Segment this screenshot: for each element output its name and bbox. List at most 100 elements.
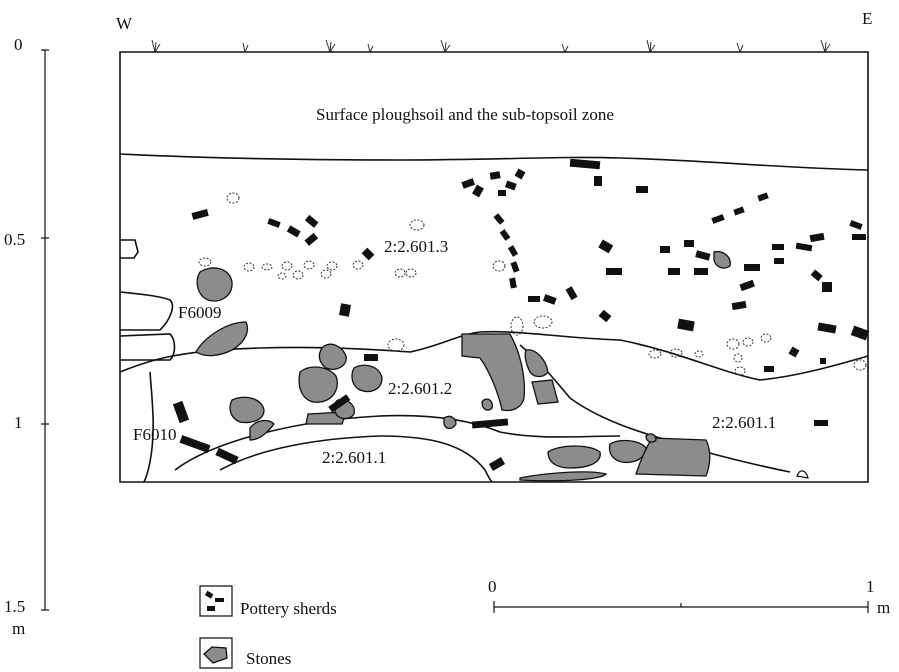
pottery-sherd bbox=[744, 264, 760, 271]
pebble bbox=[510, 316, 524, 336]
pottery-sherd bbox=[510, 261, 520, 273]
stone bbox=[713, 250, 731, 269]
pottery-sherd bbox=[461, 178, 476, 189]
grass-tufts bbox=[151, 39, 831, 53]
pottery-sherd bbox=[817, 322, 837, 334]
pebble bbox=[261, 263, 273, 271]
stone bbox=[249, 419, 275, 441]
pebble bbox=[694, 350, 704, 358]
pebble bbox=[292, 270, 304, 280]
pottery-sherd bbox=[850, 325, 870, 341]
stone bbox=[635, 437, 711, 477]
depth-tick-1: 1 bbox=[14, 413, 23, 432]
pebble bbox=[394, 268, 406, 278]
pottery-sherd bbox=[504, 180, 517, 191]
pebble bbox=[226, 192, 240, 204]
pottery-sherd bbox=[598, 309, 612, 323]
pottery-sherd bbox=[528, 296, 540, 302]
depth-unit: m bbox=[12, 619, 25, 638]
stone bbox=[645, 433, 657, 443]
pottery-sherd bbox=[509, 277, 517, 289]
pebble bbox=[760, 333, 772, 343]
pottery-sherd bbox=[668, 268, 680, 275]
pottery-sherds-icon bbox=[199, 585, 233, 617]
stone bbox=[547, 445, 601, 469]
pottery-sherd bbox=[215, 447, 239, 465]
pottery-sherd bbox=[304, 232, 319, 246]
pottery-sherd bbox=[731, 300, 747, 311]
stone bbox=[351, 364, 383, 393]
pottery-sherd bbox=[660, 246, 670, 253]
stones bbox=[195, 250, 731, 482]
section-outline bbox=[119, 51, 869, 483]
pebble bbox=[281, 261, 293, 271]
pottery-sherds bbox=[172, 158, 870, 471]
pottery-sherd bbox=[493, 213, 505, 225]
pebble bbox=[198, 257, 212, 267]
pottery-sherd bbox=[820, 358, 826, 364]
scale-end-label: 1 bbox=[866, 577, 875, 596]
pottery-sherd bbox=[286, 225, 301, 238]
pottery-sherd bbox=[757, 192, 769, 202]
stone bbox=[461, 333, 526, 412]
stone bbox=[298, 366, 338, 403]
pottery-sherd bbox=[471, 418, 509, 429]
pottery-sherd bbox=[498, 190, 506, 196]
depth-tick-1-5: 1.5 bbox=[4, 597, 25, 616]
stone bbox=[195, 321, 249, 357]
pottery-sherd bbox=[774, 258, 784, 264]
topsoil-label: Surface ploughsoil and the sub-topsoil z… bbox=[316, 105, 614, 124]
pottery-sherd bbox=[569, 158, 601, 170]
feature-label-f6009: F6009 bbox=[178, 303, 221, 322]
pebble bbox=[733, 353, 743, 363]
scale-start-label: 0 bbox=[488, 577, 497, 596]
pottery-sherd bbox=[594, 176, 602, 186]
stone bbox=[318, 343, 347, 370]
pottery-sherd bbox=[677, 318, 695, 332]
feature-label-f6010: F6010 bbox=[133, 425, 176, 444]
stone bbox=[196, 267, 233, 302]
pottery-sherd bbox=[694, 268, 708, 275]
pottery-sherd bbox=[810, 269, 823, 282]
pottery-sherd bbox=[179, 435, 211, 453]
pottery-sherd bbox=[514, 168, 526, 180]
pottery-sherd bbox=[488, 457, 506, 471]
pottery-sherd bbox=[606, 268, 622, 275]
pebble bbox=[492, 260, 506, 272]
stone bbox=[524, 349, 549, 378]
context-label-upper: 2:2.601.3 bbox=[384, 237, 448, 256]
pottery-sherd bbox=[598, 239, 614, 254]
stone bbox=[443, 415, 457, 430]
pottery-sherd bbox=[304, 214, 319, 228]
stone bbox=[531, 379, 559, 405]
pottery-sherd bbox=[472, 184, 484, 198]
stone bbox=[608, 439, 647, 464]
pottery-sherd bbox=[191, 209, 209, 220]
pottery-sherd bbox=[764, 366, 774, 372]
pottery-sherd bbox=[814, 420, 828, 426]
pebble bbox=[669, 348, 683, 358]
pottery-sherd bbox=[849, 220, 863, 230]
depth-tick-0: 0 bbox=[14, 35, 23, 54]
pottery-sherd bbox=[172, 400, 190, 424]
west-label: W bbox=[116, 14, 133, 33]
context-label-middle: 2:2.601.2 bbox=[388, 379, 452, 398]
scale-unit-label: m bbox=[877, 598, 890, 617]
pottery-sherd bbox=[739, 279, 755, 292]
pottery-sherd bbox=[809, 232, 825, 243]
pottery-sherd bbox=[788, 346, 800, 358]
pebble bbox=[853, 359, 867, 371]
pottery-sherd bbox=[565, 286, 578, 301]
legend-stones-label: Stones bbox=[246, 649, 291, 668]
stone-icon bbox=[199, 637, 233, 669]
pebble bbox=[405, 268, 417, 278]
depth-scale: 0 0.5 1 1.5 m bbox=[4, 35, 49, 638]
pottery-sherd bbox=[361, 247, 375, 261]
pottery-sherd bbox=[507, 245, 519, 257]
pottery-sherd bbox=[328, 394, 351, 413]
stone bbox=[229, 396, 265, 424]
pottery-sherd bbox=[733, 206, 745, 216]
pebble bbox=[648, 349, 662, 359]
pottery-sherd bbox=[695, 250, 711, 261]
pebble bbox=[243, 262, 255, 272]
